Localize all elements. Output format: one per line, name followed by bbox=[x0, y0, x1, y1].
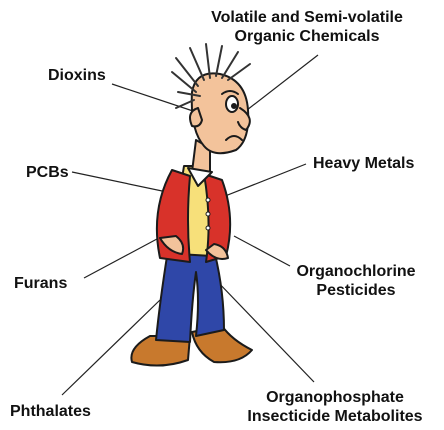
leader-line-voc bbox=[247, 55, 318, 110]
leader-line-organochlorine bbox=[234, 236, 290, 266]
label-heavy-metals: Heavy Metals bbox=[313, 154, 414, 173]
label-furans: Furans bbox=[14, 274, 67, 293]
label-organochlorine: Organochlorine Pesticides bbox=[286, 262, 426, 300]
pupil bbox=[232, 104, 236, 108]
label-phthalates: Phthalates bbox=[10, 402, 91, 421]
vest-button bbox=[206, 198, 210, 202]
leader-line-dioxins bbox=[112, 84, 196, 112]
label-organochlorine-line2: Pesticides bbox=[286, 281, 426, 300]
label-organophosphate: Organophosphate Insecticide Metabolites bbox=[232, 388, 438, 426]
label-voc: Volatile and Semi-volatile Organic Chemi… bbox=[192, 8, 422, 46]
label-organochlorine-line1: Organochlorine bbox=[286, 262, 426, 281]
vest-button bbox=[206, 212, 210, 216]
label-voc-line2: Organic Chemicals bbox=[192, 27, 422, 46]
label-dioxins: Dioxins bbox=[48, 66, 106, 85]
label-voc-line1: Volatile and Semi-volatile bbox=[192, 8, 422, 27]
label-organophosphate-line2: Insecticide Metabolites bbox=[232, 407, 438, 426]
label-pcbs: PCBs bbox=[26, 163, 69, 182]
pants bbox=[156, 250, 224, 342]
vest-button bbox=[206, 226, 210, 230]
label-organophosphate-line1: Organophosphate bbox=[232, 388, 438, 407]
cartoon-man-illustration bbox=[131, 44, 252, 366]
